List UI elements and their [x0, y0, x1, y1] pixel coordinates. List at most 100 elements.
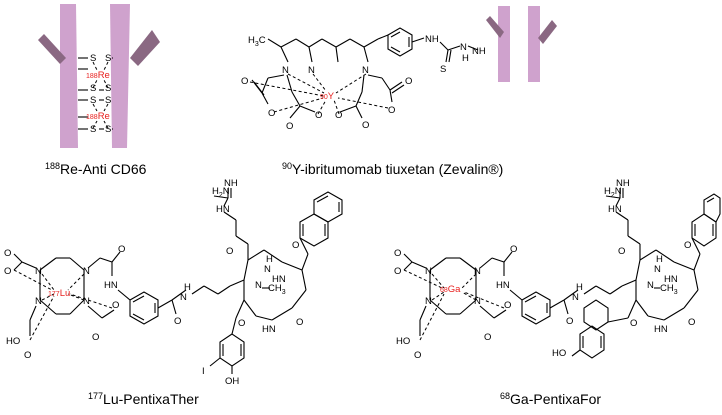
sulfur-atom: S — [105, 83, 111, 94]
metal-isotope: 90 — [320, 94, 328, 101]
sulfur-atom: S — [90, 83, 96, 94]
oxygen-atom: O — [286, 121, 293, 132]
oxygen-atom: O — [362, 120, 369, 131]
metal-isotope: 177 — [48, 291, 60, 298]
caption-zevalin: 90Y-ibritumomab tiuxetan (Zevalin®) — [282, 161, 503, 177]
methyl-nitrogen: N — [647, 280, 654, 291]
oxygen-atom: O — [414, 350, 421, 361]
methyl-group: H3C — [248, 35, 266, 48]
methyl-group: CH3 — [660, 283, 678, 296]
oxygen-atom: O — [241, 76, 248, 87]
iodine-atom: I — [202, 366, 205, 377]
zevalin-structure: H3C N N N O O O O O — [241, 27, 486, 132]
methyl-nitrogen: N — [255, 280, 262, 291]
sulfur-atom: S — [90, 124, 96, 135]
oxygen-atom: O — [226, 246, 233, 257]
amide-nh: H — [184, 282, 191, 293]
rhenium-center: 188Re — [86, 61, 110, 89]
zevalin-panel: H3C N N N O O O O O — [241, 6, 557, 177]
oxygen-atom: O — [268, 108, 275, 119]
hydrogen-atom: H — [656, 254, 663, 265]
sulfur-atom: S — [90, 53, 96, 64]
amide-n: N — [654, 264, 661, 275]
svg-text:188Re: 188Re — [86, 111, 110, 122]
gallium-center: 68Ga — [440, 284, 461, 295]
pentixafor-structure: N N N N O O O HN HO O O O — [394, 178, 721, 361]
rhenium-center: 188Re — [86, 103, 110, 129]
antibody-shape — [38, 4, 160, 148]
amide-hn: HN — [496, 280, 510, 291]
h2n-group: H2N — [604, 186, 622, 199]
amide-hn: HN — [654, 324, 668, 335]
metal-isotope: 188 — [86, 114, 98, 121]
oxygen-atom: O — [315, 110, 322, 121]
metal-isotope: 68 — [440, 287, 448, 294]
antibody-panel: S S S S S S S S 188Re — [38, 4, 160, 177]
svg-text:188Re: 188Re — [86, 70, 110, 81]
oxygen-atom: O — [405, 76, 412, 87]
caption-pentixafor: 68Ga-PentixaFor — [500, 391, 601, 407]
imine-nh: NH — [616, 178, 630, 189]
amide-hn: HN — [272, 274, 286, 285]
nitrogen-atom: N — [308, 65, 315, 76]
lutetium-center: 177Lu — [48, 288, 70, 299]
nitrogen-atom: N — [282, 65, 289, 76]
nitrogen-atom: N — [83, 266, 90, 277]
sulfur-atom: S — [90, 95, 96, 106]
metal-symbol: Re — [98, 70, 110, 81]
hydroxyl-ho: HO — [396, 336, 410, 347]
h2n-group: H2N — [212, 186, 230, 199]
hydrogen-atom: H — [266, 254, 273, 265]
nitrogen-atom: N — [474, 296, 481, 307]
metal-symbol: Re — [98, 111, 110, 122]
small-antibody-shape — [486, 6, 557, 82]
oxygen-atom: O — [388, 105, 395, 116]
oxygen-atom: O — [292, 240, 299, 251]
amine-nh: NH — [425, 34, 439, 45]
sulfur-atom: S — [105, 53, 111, 64]
amide-n: N — [572, 292, 579, 303]
methyl-group: CH3 — [268, 283, 286, 296]
nitrogen-atom: N — [425, 296, 432, 307]
caption-anti-cd66: 188Re-Anti CD66 — [45, 161, 147, 177]
sulfur-atom: S — [440, 64, 446, 75]
amine-nh-2: NH — [472, 46, 486, 57]
oxygen-atom: O — [684, 240, 691, 251]
oxygen-atom: O — [566, 316, 573, 327]
caption-pentixather: 177Lu-PentixaTher — [88, 391, 199, 407]
sulfur-atom: S — [105, 124, 111, 135]
oxygen-atom: O — [92, 332, 99, 343]
nitrogen-atom: N — [425, 266, 432, 277]
oxygen-atom: O — [630, 318, 637, 329]
amide-hn: HN — [262, 324, 276, 335]
metal-symbol: Y — [328, 91, 335, 102]
metal-isotope: 188 — [86, 73, 98, 80]
amine-hn: HN — [216, 204, 230, 215]
amide-n: N — [180, 292, 187, 303]
oxygen-atom: O — [174, 316, 181, 327]
hydroxyl-ho: HO — [552, 348, 566, 359]
oxygen-atom: O — [335, 110, 342, 121]
oxygen-atom: O — [504, 300, 511, 311]
oxygen-atom: O — [296, 317, 303, 328]
oxygen-atom: O — [394, 266, 401, 277]
pentixather-panel: N N N N O O O HN HO O O O — [4, 178, 343, 407]
pentixafor-panel: N N N N O O O HN HO O O O — [394, 178, 721, 407]
hydrogen-atom: H — [576, 282, 583, 293]
amide-hn: HN — [664, 274, 678, 285]
sulfur-atom: S — [105, 95, 111, 106]
oxygen-atom: O — [688, 317, 695, 328]
oxygen-atom: O — [394, 248, 401, 259]
nitrogen-atom: N — [83, 296, 90, 307]
nitrogen-atom: N — [35, 296, 42, 307]
amine-nh: N — [460, 42, 467, 53]
nitrogen-atom: N — [474, 266, 481, 277]
oxygen-atom: O — [24, 350, 31, 361]
oxygen-atom: O — [4, 266, 11, 277]
oxygen-atom: O — [4, 248, 11, 259]
amide-nh: N — [264, 264, 271, 275]
amide-hn: HN — [104, 280, 118, 291]
yttrium-center: 90Y — [320, 91, 335, 102]
metal-symbol: Ga — [448, 284, 461, 295]
